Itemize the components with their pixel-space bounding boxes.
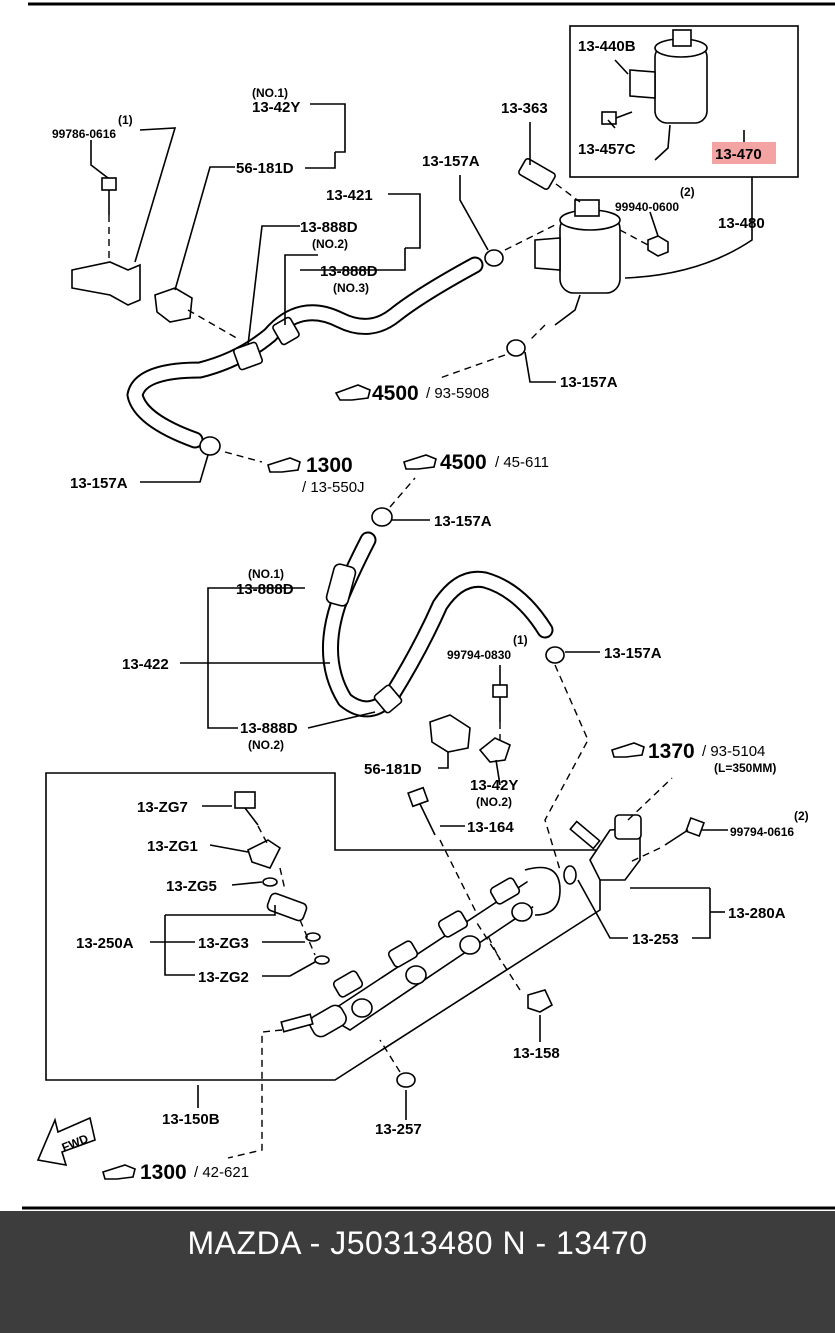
label-13-257: 13-257 [375, 1121, 422, 1138]
label-99794-qty1: (1) [513, 633, 528, 647]
label-56-181D-upper: 56-181D [236, 160, 294, 177]
hose-13-421 [126, 256, 484, 449]
washer-13-257 [396, 1072, 416, 1088]
label-13-280A: 13-280A [728, 905, 786, 922]
label-no2-c: (NO.2) [476, 795, 512, 809]
fwd-arrow-icon: FWD [36, 1116, 96, 1167]
label-13-888D-no1: 13-888D [236, 581, 294, 598]
clip-13-157A-upper [484, 249, 504, 267]
leader-13-457C [607, 119, 616, 129]
ref-1300-a-sub: / 13-550J [302, 479, 365, 496]
hose-13-422 [322, 531, 554, 718]
label-13-ZG3: 13-ZG3 [198, 935, 249, 952]
label-99794-qty2: (2) [794, 809, 809, 823]
label-13-ZG7: 13-ZG7 [137, 799, 188, 816]
ref-4500-a: 4500 [372, 382, 419, 405]
bracket-56-181D [71, 177, 193, 323]
ref-1300-b: 1300 [140, 1161, 187, 1184]
ref-1370: 1370 [648, 740, 695, 763]
label-13-42Y: 13-42Y [252, 99, 300, 116]
label-13-157A-hose: 13-157A [70, 475, 128, 492]
fuel-filter [534, 199, 621, 326]
label-13-164: 13-164 [467, 819, 514, 836]
clip-13-157A-filter [506, 339, 526, 357]
part-number-caption: MAZDA - J50313480 N - 13470 [187, 1225, 648, 1261]
connector-13-363 [518, 158, 556, 190]
bolt-13-164 [407, 786, 436, 836]
label-13-480: 13-480 [718, 215, 765, 232]
pointing-hand-icon [403, 454, 437, 470]
ref-1300-a: 1300 [306, 454, 353, 477]
clip-13-157A-hose-end [199, 436, 221, 456]
label-13-157A-right: 13-157A [604, 645, 662, 662]
label-13-157A-top: 13-157A [422, 153, 480, 170]
label-13-457C: 13-457C [578, 141, 636, 158]
label-13-422: 13-422 [122, 656, 169, 673]
label-99786-0616: 99786-0616 [52, 127, 116, 141]
label-13-ZG5: 13-ZG5 [166, 878, 217, 895]
label-13-421: 13-421 [326, 187, 373, 204]
injector-parts [234, 791, 330, 965]
fuel-rail [280, 866, 561, 1038]
label-13-363: 13-363 [501, 100, 548, 117]
highlight-13-470 [712, 142, 776, 164]
label-13-888D-no2-b: 13-888D [240, 720, 298, 737]
label-99794-0616: 99794-0616 [730, 825, 794, 839]
label-99940-qty: (2) [680, 185, 695, 199]
label-99794-0830: 99794-0830 [447, 648, 511, 662]
label-99940-0600: 99940-0600 [615, 200, 679, 214]
bolt-99794-0616 [664, 817, 705, 846]
label-no2-a: (NO.2) [312, 237, 348, 251]
label-13-157A-filter: 13-157A [560, 374, 618, 391]
label-13-157A-mid: 13-157A [434, 513, 492, 530]
clip-13-157A-mid [371, 507, 393, 527]
label-13-150B: 13-150B [162, 1111, 220, 1128]
label-13-888D-no2: 13-888D [300, 219, 358, 236]
leader-13-440B [614, 59, 629, 75]
dash-13-363 [555, 183, 581, 203]
pointing-hand-icon [267, 457, 301, 473]
label-13-440B: 13-440B [578, 38, 636, 55]
footer-bar: MAZDA - J50313480 N - 13470 [0, 1211, 835, 1333]
inset-fuel-filter [629, 29, 708, 161]
ref-1370-sub: / 93-5104 [702, 743, 765, 760]
label-13-42Y-lower: 13-42Y [470, 777, 518, 794]
bracket-56-181D-lower [429, 714, 471, 753]
inset-bolt [601, 111, 633, 125]
ref-1370-length: (L=350MM) [714, 761, 776, 775]
ref-1300-b-sub: / 42-621 [194, 1164, 249, 1181]
label-no2-b: (NO.2) [248, 738, 284, 752]
pressure-regulator [563, 814, 642, 885]
label-13-158: 13-158 [513, 1045, 560, 1062]
label-no1-a: (NO.1) [252, 86, 288, 100]
bolt-99794-0830 [492, 684, 508, 722]
label-13-ZG2: 13-ZG2 [198, 969, 249, 986]
pointing-hand-icon [611, 742, 645, 758]
parts-diagram: FWD 13-440B 13-457C 13-470 13-480 13-363… [22, 2, 835, 1210]
pointing-hand-icon [102, 1164, 136, 1180]
inset-box [569, 25, 799, 178]
bracket-13-42Y-lower [478, 737, 511, 763]
label-13-888D-no3: 13-888D [320, 263, 378, 280]
leader-13-480 [624, 177, 753, 279]
ref-4500-b: 4500 [440, 451, 487, 474]
ref-4500-b-sub: / 45-611 [495, 454, 549, 471]
label-no1-b: (NO.1) [248, 567, 284, 581]
ref-4500-a-sub: / 93-5908 [426, 385, 489, 402]
pointing-hand-icon [334, 384, 371, 401]
label-13-470: 13-470 [715, 146, 762, 163]
nut-99940 [647, 235, 669, 257]
label-no3: (NO.3) [333, 281, 369, 295]
label-99786-qty: (1) [118, 113, 133, 127]
clip-13-157A-right [545, 646, 565, 664]
label-13-250A: 13-250A [76, 935, 134, 952]
label-13-253: 13-253 [632, 931, 679, 948]
grommet-13-158 [527, 989, 554, 1013]
label-56-181D-lower: 56-181D [364, 761, 422, 778]
fuel-system-diagram: FWD 13-440B 13-457C 13-470 13-480 13-363… [22, 2, 835, 1210]
label-13-ZG1: 13-ZG1 [147, 838, 198, 855]
